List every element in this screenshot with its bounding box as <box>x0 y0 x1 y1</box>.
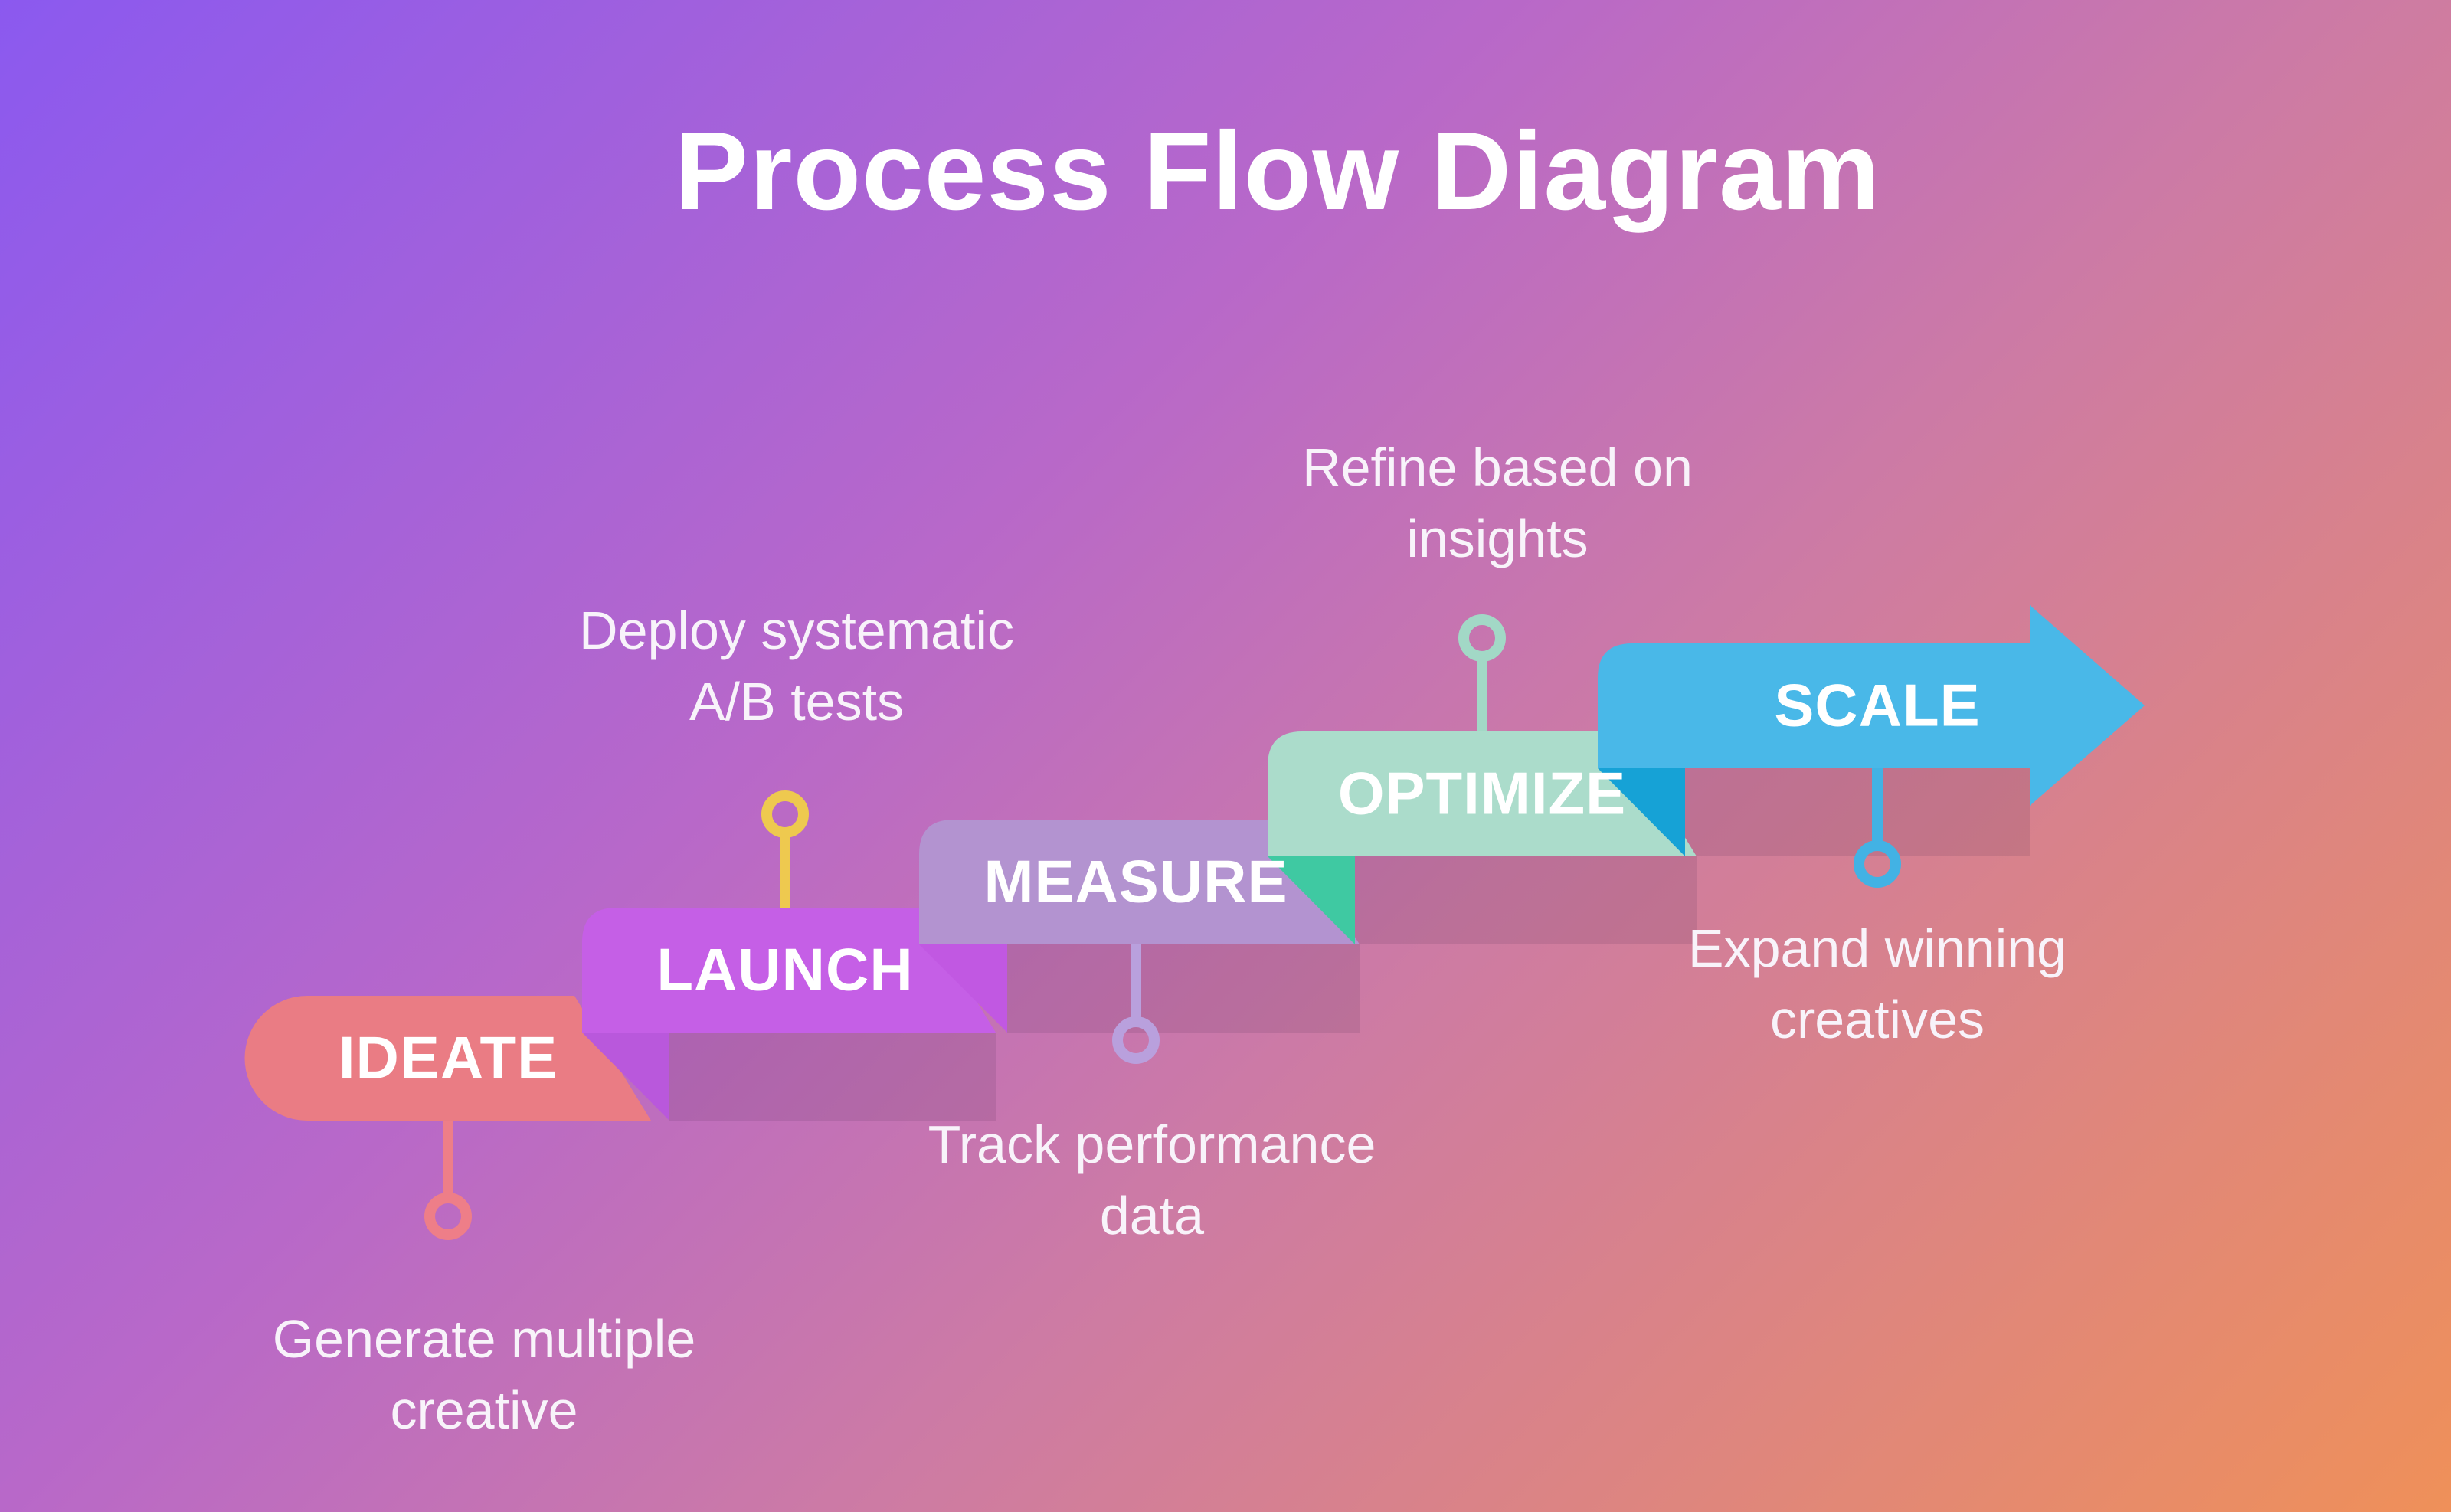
measure-connector-ring <box>1112 1016 1160 1064</box>
launch-ribbon <box>582 790 996 1121</box>
scale-arrow-band <box>1598 605 2145 806</box>
optimize-shadow-strip <box>1355 856 1697 944</box>
measure-description-line2: data <box>1099 1186 1205 1245</box>
scale-shadow-strip <box>1685 768 2030 856</box>
measure-description-line1: Track performance <box>928 1114 1376 1174</box>
measure-label: MEASURE <box>983 847 1288 915</box>
optimize-description-line2: insights <box>1406 509 1589 568</box>
launch-description: Deploy systematic A/B tests <box>260 595 1333 738</box>
scale-connector-ring <box>1854 840 1901 888</box>
scale-description-line1: Expand winning <box>1687 918 2067 978</box>
measure-description: Track performance data <box>616 1109 1688 1252</box>
optimize-label: OPTIMIZE <box>1337 759 1627 827</box>
ideate-label: IDEATE <box>338 1023 558 1091</box>
optimize-description: Refine based on insights <box>961 432 2034 574</box>
launch-description-line1: Deploy systematic <box>579 601 1014 660</box>
launch-band <box>582 908 996 1033</box>
measure-ribbon <box>919 820 1360 1064</box>
ideate-description: Generate multiple creative <box>0 1304 1020 1446</box>
scale-ribbon <box>1598 605 2145 888</box>
scale-label: SCALE <box>1774 671 1981 739</box>
launch-fold <box>582 1033 669 1121</box>
ideate-band <box>244 996 651 1121</box>
measure-band <box>919 820 1360 944</box>
launch-description-line2: A/B tests <box>689 672 905 731</box>
launch-label: LAUNCH <box>656 935 914 1003</box>
scale-description: Expand winning creatives <box>1341 913 2413 1055</box>
launch-connector-ring <box>761 790 809 838</box>
ideate-description-line1: Generate multiple <box>272 1309 696 1369</box>
optimize-fold <box>1268 856 1355 944</box>
measure-shadow-strip <box>1007 944 1360 1033</box>
ideate-ribbon <box>244 996 651 1240</box>
page-title: Process Flow Diagram <box>674 109 1881 233</box>
launch-shadow-strip <box>669 1033 996 1121</box>
ideate-description-line2: creative <box>390 1380 578 1440</box>
optimize-band <box>1268 731 1697 856</box>
measure-fold <box>919 944 1007 1033</box>
scale-fold <box>1598 768 1685 856</box>
optimize-connector-ring <box>1458 614 1506 662</box>
optimize-ribbon <box>1268 614 1697 944</box>
scale-description-line2: creatives <box>1769 990 1985 1049</box>
ideate-connector-ring <box>424 1193 472 1240</box>
optimize-description-line1: Refine based on <box>1302 437 1693 497</box>
